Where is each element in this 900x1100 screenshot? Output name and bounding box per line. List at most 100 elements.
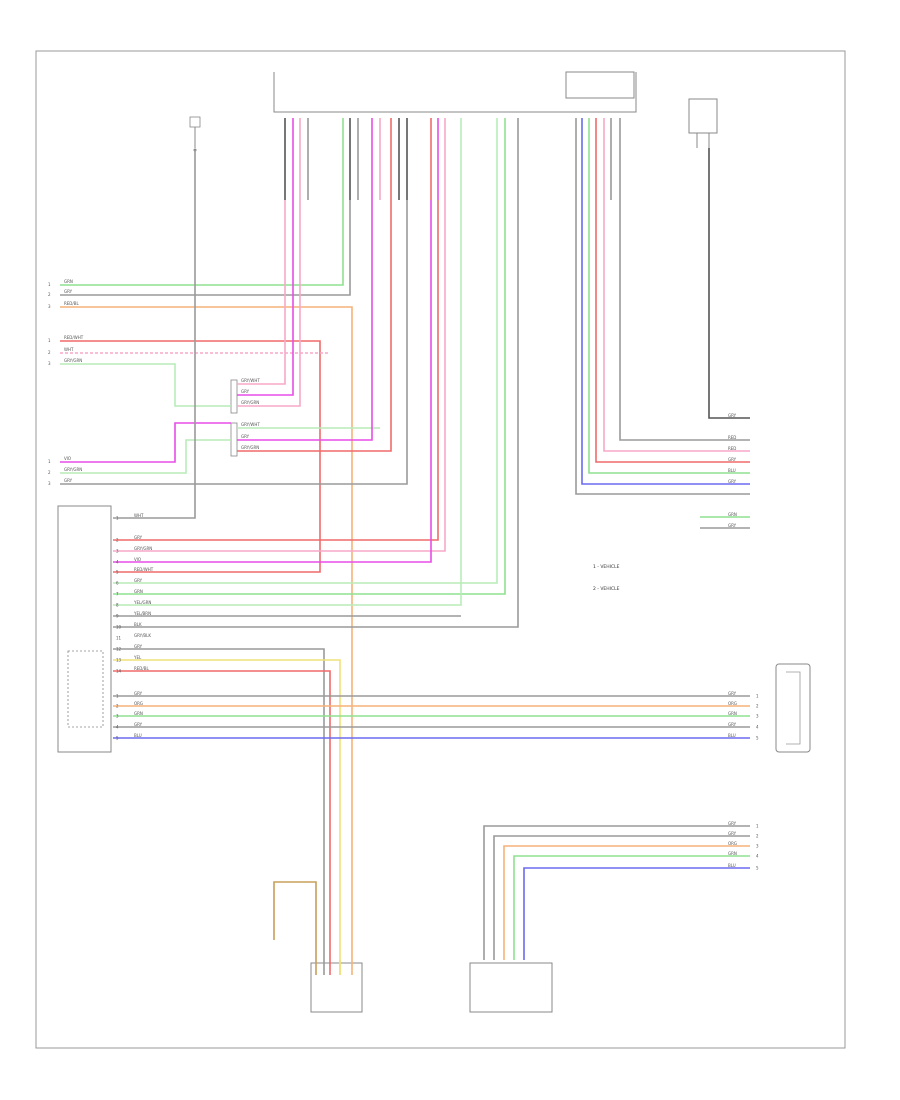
conn-out-3 bbox=[237, 200, 301, 407]
bottom-right-label: GRY bbox=[728, 831, 737, 836]
top-right-component bbox=[688, 98, 718, 148]
module-pin-label: WHT bbox=[134, 513, 144, 518]
bottom-right-num: 4 bbox=[756, 854, 759, 859]
conn-out-1 bbox=[237, 200, 286, 385]
left-wire-label: GRY/GRN bbox=[64, 358, 82, 363]
right-wire-sensor bbox=[708, 148, 750, 419]
right-upper-label: BLU bbox=[728, 468, 736, 473]
module-pin-num: 7 bbox=[116, 592, 119, 597]
intermediate-connectors bbox=[230, 379, 238, 457]
left-wire-num: 1 bbox=[48, 338, 51, 343]
note-label: 2 - VEHICLE bbox=[593, 586, 620, 592]
pin-wire-12 bbox=[113, 648, 325, 975]
right-wire-grn bbox=[588, 200, 750, 474]
left-wire-label: GRY bbox=[64, 478, 73, 483]
top-left-component bbox=[189, 116, 201, 152]
conn-out-5 bbox=[237, 200, 373, 441]
module-pin-label: YEL/BRN bbox=[133, 611, 151, 616]
left-wire-num: 3 bbox=[48, 304, 51, 309]
right-lower-num: 3 bbox=[756, 714, 759, 719]
module-pin-label: RED/WHT bbox=[134, 567, 154, 572]
module-pin-label: GRY bbox=[134, 691, 143, 696]
left-wire-label: GRY/GRN bbox=[64, 467, 82, 472]
right-mid-label: GRY bbox=[728, 523, 737, 528]
right-lower-num: 1 bbox=[756, 694, 759, 699]
right-lower-label: GRY bbox=[728, 691, 737, 696]
right-connector bbox=[775, 663, 811, 753]
left-wire-num: 2 bbox=[48, 350, 51, 355]
left-wire-num: 1 bbox=[48, 282, 51, 287]
left-wire-label: GRY bbox=[64, 289, 73, 294]
module-pin-label: GRY bbox=[134, 535, 143, 540]
speaker-wire-brown bbox=[273, 881, 317, 975]
module-pin-num: 8 bbox=[116, 603, 119, 608]
conn-row-label: GRY bbox=[241, 389, 250, 394]
wire-gry-grn-2 bbox=[60, 439, 231, 474]
bottom-right-label: BLU bbox=[728, 863, 736, 868]
right-lower-num: 5 bbox=[756, 736, 759, 741]
label-group: GRN GRY RED/BL RED/WHT WHT GRY/GRN VIO GRY/GRN G… bbox=[48, 279, 759, 871]
module-pin-num: 2 bbox=[116, 704, 119, 709]
pin-wire-6 bbox=[113, 200, 498, 584]
bottom-right-wire bbox=[513, 855, 750, 960]
wire-group bbox=[60, 118, 750, 975]
right-wire-blu bbox=[581, 200, 750, 485]
right-lower-num: 4 bbox=[756, 725, 759, 730]
bottom-right-wire bbox=[503, 845, 750, 960]
wire-gry bbox=[60, 200, 351, 296]
module-pin-num: 5 bbox=[116, 570, 119, 575]
left-wire-num: 1 bbox=[48, 459, 51, 464]
module-pin-num: 3 bbox=[116, 549, 119, 554]
bottom-right-num: 5 bbox=[756, 866, 759, 871]
pin-wire-13 bbox=[113, 659, 341, 975]
module-pin-num: 3 bbox=[116, 714, 119, 719]
module-pin-num: 1 bbox=[116, 694, 119, 699]
conn-row-label: GRY/GRN bbox=[241, 400, 259, 405]
right-wire-gry bbox=[575, 200, 750, 495]
bottom-right-wire bbox=[523, 867, 750, 960]
bottom-right-num: 3 bbox=[756, 844, 759, 849]
module-pin-label: RED/BL bbox=[134, 666, 149, 671]
right-upper-label: GRY bbox=[728, 413, 737, 418]
module-pin-label: GRN bbox=[134, 711, 143, 716]
wire-gry-2 bbox=[60, 200, 408, 485]
right-wire-gry-2 bbox=[619, 200, 750, 441]
pin-wire-7 bbox=[113, 200, 506, 595]
bottom-right-num: 2 bbox=[756, 834, 759, 839]
module-pin-label: VIO bbox=[134, 557, 141, 562]
pin-wire-3 bbox=[113, 200, 446, 552]
wire-grn bbox=[60, 200, 344, 286]
conn-row-label: GRY bbox=[241, 434, 250, 439]
bottom-right-wire bbox=[493, 835, 750, 960]
module-pin-num: 11 bbox=[116, 636, 122, 641]
sub-connector-box bbox=[565, 71, 635, 99]
right-wire-pnk bbox=[603, 200, 750, 452]
bottom-right-label: GRY bbox=[728, 821, 737, 826]
left-wire-label: VIO bbox=[64, 456, 71, 461]
pin-wire-4 bbox=[113, 200, 432, 563]
right-lower-label: GRY bbox=[728, 722, 737, 727]
conn-row-label: GRY/GRN bbox=[241, 445, 259, 450]
module-pin-label: GRY bbox=[134, 644, 143, 649]
wire-vio bbox=[60, 422, 231, 463]
conn-row-label: GRY/WHT bbox=[241, 422, 260, 427]
right-wire-red bbox=[595, 200, 750, 463]
left-wire-label: RED/BL bbox=[64, 301, 79, 306]
module-pin-num: 5 bbox=[116, 736, 119, 741]
module-pin-num: 4 bbox=[116, 725, 119, 730]
right-upper-label: RED bbox=[728, 435, 736, 440]
module-pin-label: GRY/BLK bbox=[134, 633, 151, 638]
bottom-right-label: GRN bbox=[728, 851, 737, 856]
module-pin-label: BLU bbox=[134, 733, 142, 738]
pin-wire-10 bbox=[113, 200, 519, 628]
wire-gry-grn bbox=[60, 363, 231, 407]
bottom-right-num: 1 bbox=[756, 824, 759, 829]
module-pin-num: 4 bbox=[116, 560, 119, 565]
module-pin-label: ORG bbox=[134, 701, 143, 706]
right-upper-label: GRY bbox=[728, 457, 737, 462]
right-lower-label: ORG bbox=[728, 701, 737, 706]
module-pin-label: YEL bbox=[133, 655, 142, 660]
module-pin-label: GRN bbox=[134, 589, 143, 594]
